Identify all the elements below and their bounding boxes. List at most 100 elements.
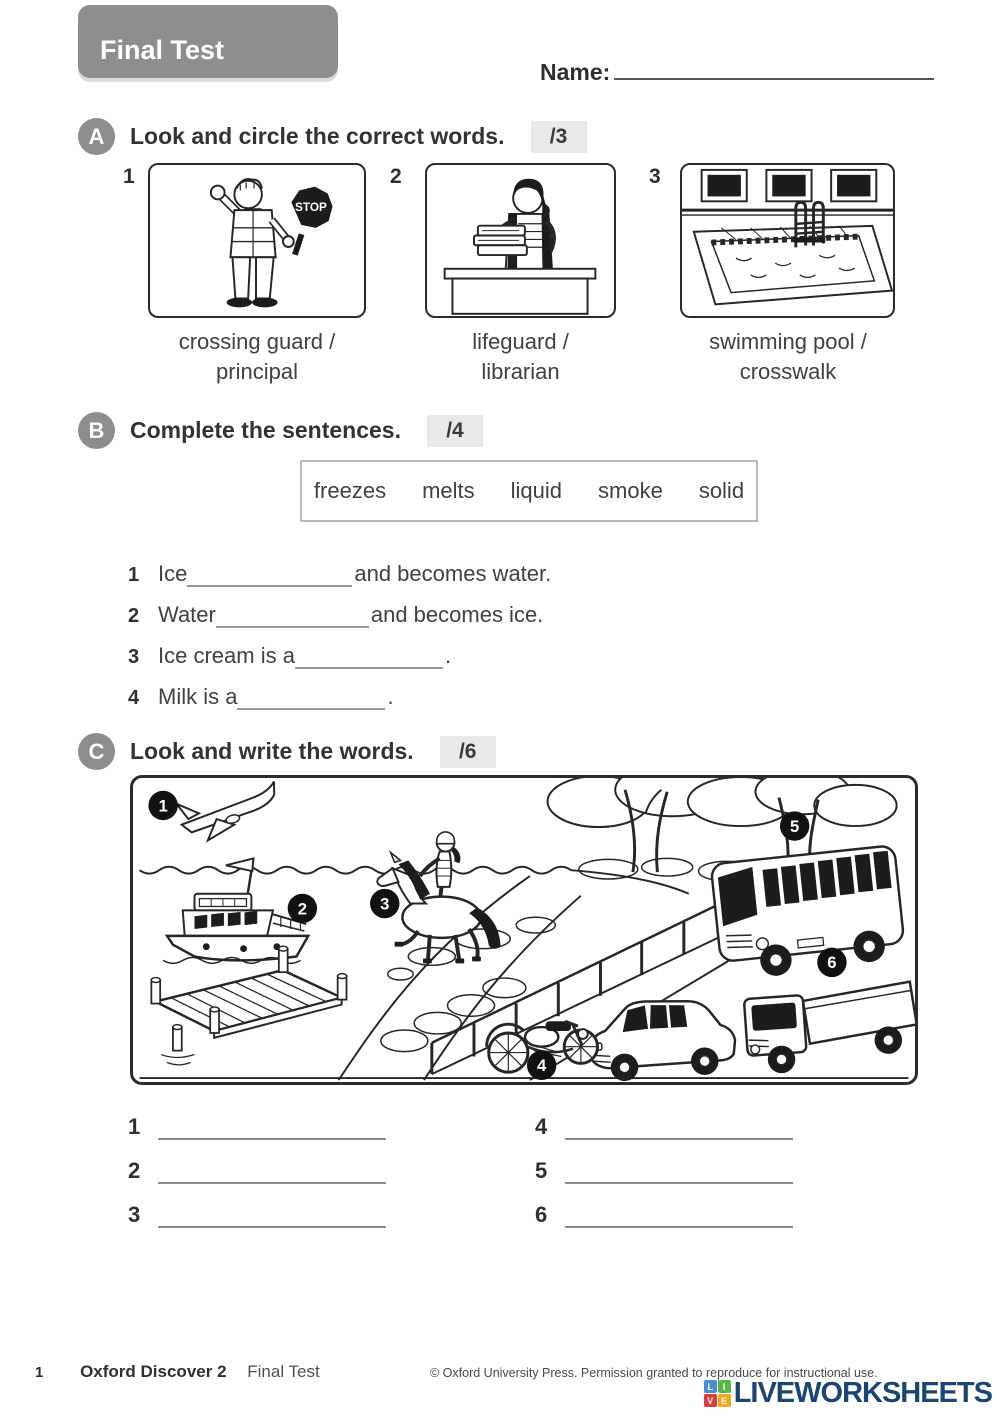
sentence-number: 3 [128,646,140,668]
logo-tiles: L I V E [703,1380,731,1407]
sentence-3-blank[interactable] [294,665,443,669]
section-a-instruction: Look and circle the correct words. [130,123,505,149]
page-number: 1 [35,1364,44,1381]
svg-text:6: 6 [827,953,836,972]
airplane [173,781,276,843]
logo-text: LIVEWORKSHEETS [733,1377,993,1409]
logo-tile-e: E [717,1394,731,1407]
librarian-illustration [443,178,597,315]
section-a-badge: A [78,118,115,155]
sentence-1-blank[interactable] [187,583,353,587]
word-bank: freezes melts liquid smoke solid [300,460,758,522]
stop-sign-text: STOP [295,201,327,214]
section-a-header: A Look and circle the correct words. /3 [78,118,587,155]
scene-badge-2: 2 [287,893,318,924]
transport-scene-illustration: 1 2 3 4 5 6 [139,778,915,1082]
sentence-list: 1 Ice and becomes water. 2 Water and bec… [128,552,551,716]
answer-row-5: 5 [535,1140,793,1184]
figure-3-image-swimming-pool [680,163,895,318]
answer-1-line[interactable] [158,1136,386,1140]
logo-tile-l: L [703,1380,717,1393]
section-a-score-box: /3 [530,120,587,153]
horse-and-rider [376,831,501,964]
section-b-instruction: Complete the sentences. [130,417,401,443]
answers-left-column: 1 2 3 [128,1096,386,1228]
answer-2-line[interactable] [158,1180,386,1184]
section-c-header: C Look and write the words. /6 [78,733,496,770]
sentence-pre: Water [158,602,216,627]
figure-1-number: 1 [123,165,135,188]
motorcycle [485,1019,600,1074]
truck [743,980,915,1074]
boat [162,857,311,965]
crossing-guard-illustration: STOP [209,178,333,308]
name-label: Name: [540,59,611,85]
liveworksheets-logo: L I V E LIVEWORKSHEETS [703,1377,993,1410]
word-bank-word: liquid [510,478,563,503]
section-c-instruction: Look and write the words. [130,738,414,764]
word-bank-word: smoke [598,478,663,503]
figure-1-options[interactable]: crossing guard / principal [178,329,336,384]
word-bank-word: solid [698,478,745,503]
logo-tile-i: I [717,1380,731,1393]
figure-2-image-librarian [425,163,616,318]
section-b-score-box: /4 [426,414,483,447]
svg-text:4: 4 [537,1056,547,1075]
answer-5-line[interactable] [565,1180,793,1184]
copyright-notice: © Oxford University Press. Permission gr… [430,1366,878,1380]
sentence-post: and becomes ice. [370,602,544,627]
sentence-2-blank[interactable] [215,624,369,628]
sentence-pre: Ice cream is a [158,643,295,668]
sentence-number: 1 [128,564,140,586]
sentence-1: 1 Ice and becomes water. [128,552,551,593]
answer-row-6: 6 [535,1184,793,1228]
word-bank-word: freezes [313,478,387,503]
section-b-badge: B [78,412,115,449]
svg-text:2: 2 [298,899,307,918]
bus [710,845,905,976]
sentence-post: . [387,684,394,709]
scene-badge-3: 3 [370,888,400,919]
figure-1-image-crossing-guard: STOP [148,163,366,318]
answer-4-line[interactable] [565,1136,793,1140]
answer-6-line[interactable] [565,1224,793,1228]
scene-image-transport: 1 2 3 4 5 6 [130,775,918,1085]
sentence-post: . [444,643,452,668]
answer-row-1: 1 [128,1096,386,1140]
scene-badge-4: 4 [526,1050,557,1081]
name-input-line[interactable] [614,56,935,80]
figure-3-options[interactable]: swimming pool / crosswalk [709,329,867,384]
figure-2-options[interactable]: lifeguard / librarian [472,329,569,384]
sentence-number: 4 [128,687,140,709]
svg-text:5: 5 [790,817,799,836]
series-title: Oxford Discover 2 [80,1362,227,1381]
sentence-post: and becomes water. [354,561,552,586]
answer-row-4: 4 [535,1096,793,1140]
footer-left: 1 Oxford Discover 2 Final Test [35,1362,320,1382]
svg-text:3: 3 [380,894,389,913]
logo-tile-v: V [703,1394,717,1407]
sentence-4-blank[interactable] [237,706,386,710]
car [588,999,737,1082]
svg-text:1: 1 [158,796,167,815]
scene-badge-1: 1 [148,790,178,821]
page-title: Final Test [100,35,225,65]
figure-2-number: 2 [390,165,402,188]
sentence-pre: Milk is a [158,684,238,709]
word-bank-word: melts [422,478,475,503]
answer-3-line[interactable] [158,1224,386,1228]
sentence-pre: Ice [158,561,188,586]
answer-row-3: 3 [128,1184,386,1228]
section-c-score-box: /6 [439,735,496,768]
pier [150,945,348,1066]
section-b-header: B Complete the sentences. /4 [78,412,483,449]
doc-title: Final Test [247,1362,320,1381]
scene-badge-5: 5 [779,811,810,841]
sentence-3: 3 Ice cream is a . [128,634,551,675]
scene-badge-6: 6 [817,947,847,978]
sentence-2: 2 Water and becomes ice. [128,593,551,634]
title-tab: Final Test [78,5,338,78]
section-c-badge: C [78,733,115,770]
swimming-pool-illustration [682,168,893,306]
